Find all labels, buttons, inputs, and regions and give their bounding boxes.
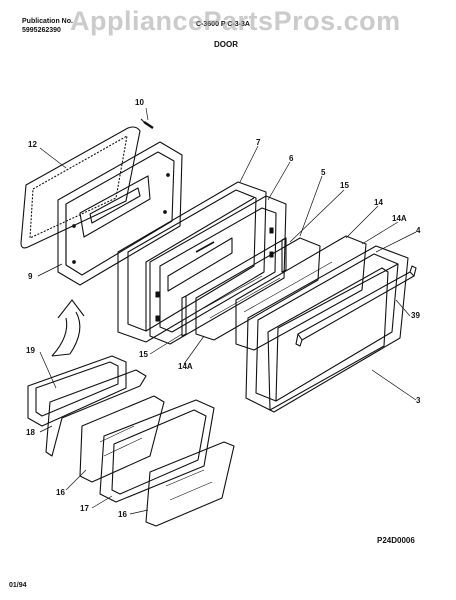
outer-trim [267, 267, 389, 411]
part-label-16-upper: 16 [56, 488, 65, 497]
part-label-14: 14 [374, 198, 383, 207]
diagram-code: P24D0006 [377, 536, 415, 545]
part-label-5: 5 [321, 168, 326, 177]
section-title: DOOR [214, 40, 238, 49]
footer-date: 01/94 [9, 582, 27, 589]
part-label-17: 17 [80, 504, 89, 513]
watermark-text: AppliancePartsPros.com [70, 6, 401, 36]
part-label-18: 18 [26, 428, 35, 437]
part-label-15-top: 15 [340, 181, 349, 190]
door-gasket [20, 126, 141, 249]
leader-lines [37, 107, 417, 515]
part-label-12: 12 [28, 140, 37, 149]
part-label-10: 10 [135, 98, 144, 107]
part-label-39: 39 [411, 311, 420, 320]
window-frame [27, 355, 127, 427]
glass-gasket [45, 369, 147, 457]
glass-channel [181, 237, 287, 337]
inner-glass [195, 237, 321, 341]
outer-door-panel [245, 245, 409, 413]
door-liner [117, 181, 267, 343]
part-label-3: 3 [416, 396, 421, 405]
part-label-4: 4 [416, 226, 421, 235]
part-label-15-bottom: 15 [139, 350, 148, 359]
part-label-14a-bottom: 14A [178, 362, 193, 371]
part-label-7: 7 [256, 138, 261, 147]
part-label-14a-top: 14A [392, 214, 407, 223]
window-glass-lower [145, 441, 235, 527]
part-label-9: 9 [28, 272, 33, 281]
publication-label: Publication No. [22, 18, 73, 25]
part-label-16-lower: 16 [118, 510, 127, 519]
part-label-6: 6 [289, 154, 294, 163]
glass-panel [235, 235, 367, 351]
inner-door-panel [57, 141, 183, 286]
window-pack [99, 399, 215, 503]
window-glass-upper [79, 395, 165, 483]
publication-number: 5995262390 [22, 27, 61, 34]
model-number: C-3600 P C-3-3A [196, 21, 250, 28]
screw [140, 118, 154, 129]
door-handle [295, 265, 417, 347]
part-label-19: 19 [26, 346, 35, 355]
direction-arrow [51, 299, 85, 357]
